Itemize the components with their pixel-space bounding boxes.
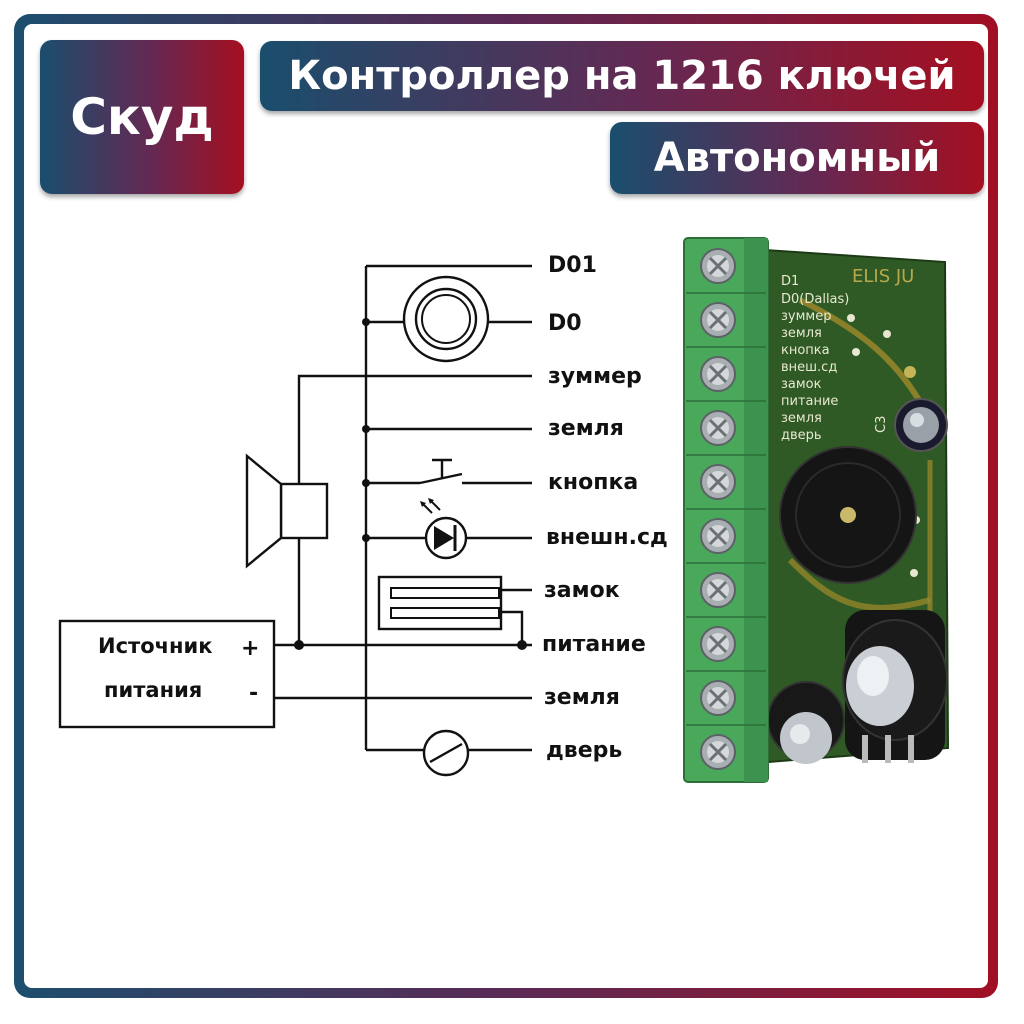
wire-lock-return [501, 610, 524, 645]
terminal-screw [700, 356, 736, 392]
terminal-label-power: питание [542, 632, 646, 657]
terminal-screw [700, 518, 736, 554]
terminal-screw [700, 464, 736, 500]
silk-c3: C3 [874, 416, 889, 433]
terminal-screw [700, 734, 736, 770]
reader-icon [402, 275, 490, 363]
capacitor-c3 [894, 398, 948, 452]
terminal-screw [700, 302, 736, 338]
terminal-screw [700, 410, 736, 446]
terminal-label-d0: D0 [548, 311, 582, 336]
pcb-brand: ELIS JU [852, 266, 914, 287]
terminal-label-lock: замок [544, 578, 620, 603]
power-supply-label-2: питания [104, 678, 202, 702]
terminal-screws [686, 248, 766, 770]
silk-buzzer: зуммер [781, 309, 831, 324]
terminal-screw [700, 248, 736, 284]
silk-d1: D1 [781, 274, 799, 289]
terminal-screw [700, 680, 736, 716]
power-minus-sign: - [249, 681, 258, 706]
silk-button: кнопка [781, 343, 830, 358]
capacitor-large [842, 610, 948, 760]
badge-skud: Скуд [40, 40, 244, 194]
silk-ground-1: земля [781, 326, 822, 341]
speaker-icon [245, 453, 329, 569]
silk-ground-2: земля [781, 411, 822, 426]
terminal-label-ground-1: земля [548, 416, 624, 441]
silk-door: дверь [781, 428, 822, 443]
terminal-label-d01: D01 [548, 253, 597, 278]
terminal-screw [700, 626, 736, 662]
terminal-screw [700, 572, 736, 608]
power-supply-label-1: Источник [98, 634, 213, 658]
page-title: Контроллер на 1216 ключей [260, 41, 984, 111]
lock-icon [377, 575, 503, 631]
silk-lock: замок [781, 377, 822, 392]
page-subtitle: Автономный [610, 122, 984, 194]
buzzer-component [779, 446, 917, 584]
power-supply-box [58, 619, 276, 729]
terminal-label-button: кнопка [548, 470, 638, 495]
silk-d0: D0(Dallas) [781, 292, 849, 307]
button-switch-icon [366, 458, 532, 485]
silk-led: внеш.сд [781, 360, 837, 375]
power-plus-sign: + [241, 636, 259, 661]
capacitor-medium [767, 681, 845, 764]
door-sensor-icon [422, 729, 470, 777]
terminal-label-ground-2: земля [544, 685, 620, 710]
terminal-label-led: внешн.сд [546, 525, 668, 550]
terminal-label-door: дверь [546, 738, 622, 763]
led-icon [420, 498, 468, 560]
terminal-label-buzzer: зуммер [548, 364, 642, 389]
silk-power: питание [781, 394, 838, 409]
wire-buzzer [297, 374, 532, 645]
